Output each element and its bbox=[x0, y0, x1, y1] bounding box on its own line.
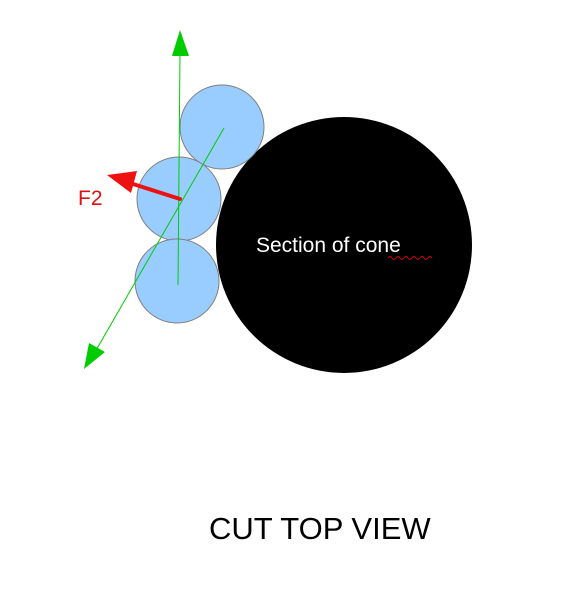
spellcheck-underline bbox=[387, 256, 433, 260]
vertical-axis-line bbox=[177, 51, 181, 286]
roller-top bbox=[179, 84, 265, 170]
cone-section-circle bbox=[216, 117, 472, 373]
diagonal-axis-arrowhead bbox=[84, 343, 105, 369]
vertical-axis-arrowhead bbox=[172, 30, 189, 56]
cone-label: Section of cone bbox=[256, 234, 401, 257]
force-arrow-shaft bbox=[128, 181, 182, 201]
force-arrowhead bbox=[107, 171, 137, 193]
force-label: F2 bbox=[78, 187, 103, 210]
caption: CUT TOP VIEW bbox=[209, 511, 431, 546]
roller-bottom bbox=[134, 238, 220, 324]
diagonal-axis-line bbox=[94, 127, 225, 353]
